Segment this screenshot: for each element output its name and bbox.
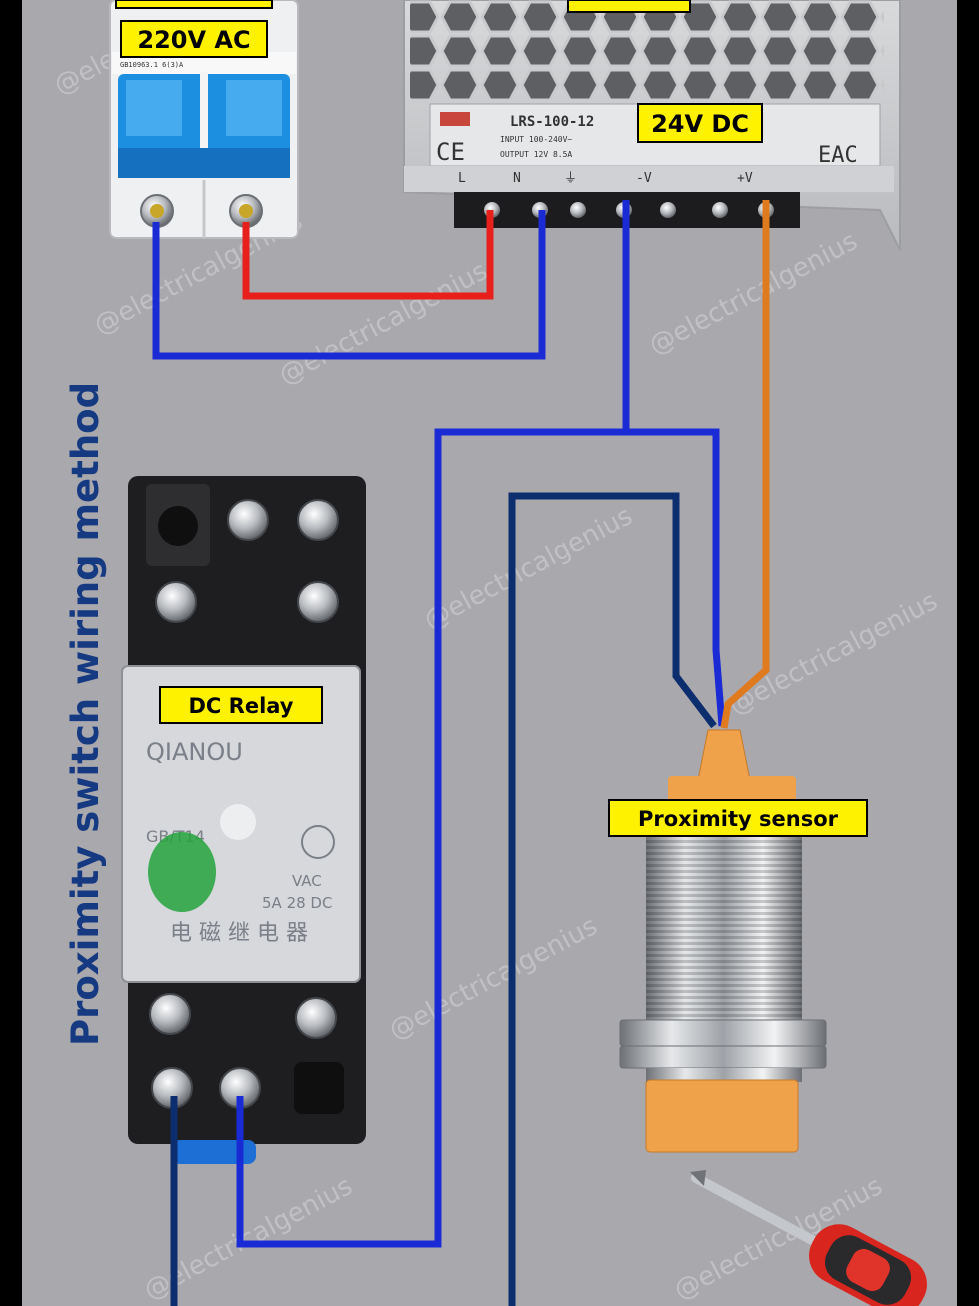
relay-screw-top-3 [155, 581, 197, 623]
wire-signal-navy [508, 492, 717, 1306]
relay-screw-top-4 [297, 581, 339, 623]
wire-neutral-blue [152, 210, 546, 360]
psu-model: LRS-100-12 [510, 114, 594, 130]
relay-label-text: DC Relay [189, 694, 294, 718]
relay-screw-top-1 [227, 499, 269, 541]
psu-terminal-ground: ⏚ [564, 171, 577, 186]
relay-label: DC Relay [159, 686, 323, 724]
dc-relay: QIANOU GB/T14 VAC 5A 28 DC 电 磁 继 电 器 [121, 476, 366, 1164]
wire-minus-v-to-sensor [622, 200, 726, 727]
circuit-breaker: GB10963.1 6(3)A [109, 0, 299, 239]
psu-cert-marks: EAC [818, 143, 858, 168]
psu-vent-grille [410, 0, 884, 100]
relay-spec-2: 5A 28 DC [262, 894, 332, 912]
wire-minus-v-to-relay [236, 428, 626, 1248]
relay-screw-bottom-1 [149, 993, 191, 1035]
svg-text:INPUT 100-240V~: INPUT 100-240V~ [500, 135, 572, 144]
psu-terminal-minus-v: -V [636, 171, 652, 186]
relay-chinese-print: 电 磁 继 电 器 [170, 921, 308, 946]
psu-terminal-plus-v: +V [737, 171, 753, 186]
ac-label-top-edge [115, 0, 273, 9]
sensor-label: Proximity sensor [608, 799, 868, 837]
relay-screw-top-2 [297, 499, 339, 541]
ac-label: 220V AC [120, 20, 268, 58]
wire-plus-v-orange [720, 200, 770, 729]
svg-text:GB10963.1 6(3)A: GB10963.1 6(3)A [120, 61, 184, 69]
sensor-nut-2 [619, 1045, 827, 1069]
ce-mark: CE [436, 138, 465, 166]
sensor-label-text: Proximity sensor [638, 807, 839, 831]
relay-screw-bottom-2 [295, 997, 337, 1039]
ac-label-text: 220V AC [137, 26, 250, 54]
sensor-face [645, 1079, 799, 1153]
dc-label: 24V DC [637, 103, 763, 143]
relay-indicator-led [148, 832, 216, 912]
psu-terminal-l: L [458, 171, 466, 186]
relay-brand: QIANOU [146, 738, 243, 766]
wire-line-red [242, 210, 494, 300]
page-title: Proximity switch wiring method [64, 382, 107, 1046]
psu-label-top-edge [567, 0, 691, 13]
sensor-nut-1 [619, 1019, 827, 1047]
wires [152, 200, 770, 1306]
proximity-sensor [619, 729, 827, 1153]
relay-din-clip [172, 1140, 256, 1164]
svg-text:OUTPUT 12V 8.5A: OUTPUT 12V 8.5A [500, 150, 572, 159]
dc-label-text: 24V DC [651, 110, 749, 138]
psu-terminal-n: N [513, 171, 521, 186]
relay-spec-1: VAC [292, 872, 322, 890]
screwdriver-icon [690, 1170, 927, 1306]
